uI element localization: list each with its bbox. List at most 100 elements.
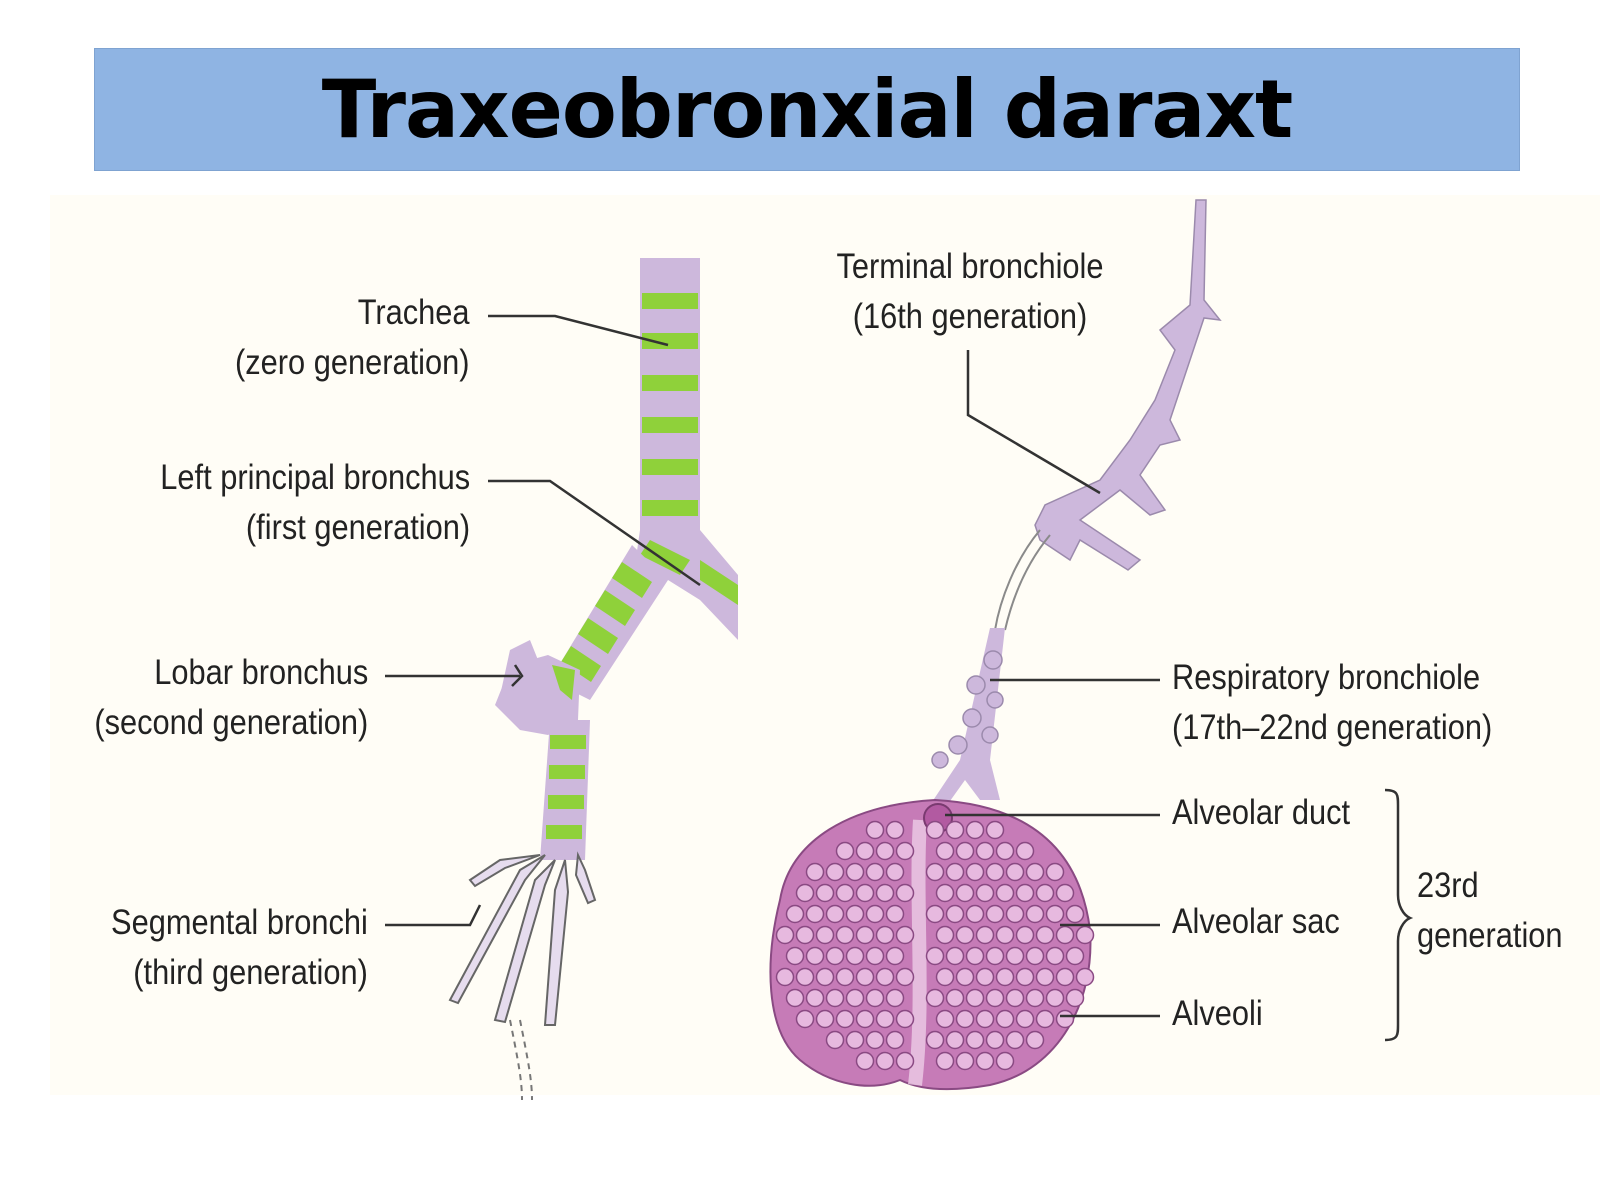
terminal-bronchiole-tree bbox=[1034, 199, 1222, 571]
alveolus-bubble bbox=[775, 967, 795, 987]
alveolus-bubble bbox=[1015, 925, 1035, 945]
alveolus-bubble bbox=[805, 904, 825, 924]
alveolus-bubble bbox=[975, 841, 995, 861]
alveolar-sac-cluster bbox=[769, 798, 1095, 1091]
carina-and-right-bronchus bbox=[630, 530, 738, 640]
label-lobar-name: Lobar bronchus bbox=[153, 653, 368, 692]
alveolus-bubble bbox=[835, 841, 855, 861]
alveolus-bubble bbox=[995, 883, 1015, 903]
alveolus-bubble bbox=[805, 988, 825, 1008]
label-segmental-gen: (third generation) bbox=[133, 953, 368, 992]
alveolus-bubble bbox=[895, 841, 915, 861]
alveolus-bubble bbox=[955, 1051, 975, 1071]
alveolus-bubble bbox=[955, 883, 975, 903]
alveolus-bubble bbox=[1025, 1030, 1045, 1050]
alveolus-bubble bbox=[1035, 883, 1055, 903]
alveolus-bubble bbox=[875, 1051, 895, 1071]
alveolus-bubble bbox=[975, 1009, 995, 1029]
alveolus-bubble bbox=[855, 967, 875, 987]
alveolus-bubble bbox=[1025, 946, 1045, 966]
alveolus-bubble bbox=[785, 946, 805, 966]
alveolus-bubble bbox=[945, 820, 965, 840]
alveolus-bubble bbox=[1055, 883, 1075, 903]
label-alveolar-sac: Alveolar sac bbox=[1172, 897, 1340, 947]
alveolus-bubble bbox=[825, 1030, 845, 1050]
alveolus-bubble bbox=[925, 862, 945, 882]
alveolus-bubble bbox=[975, 883, 995, 903]
alveolus-bubble bbox=[845, 946, 865, 966]
alveolus-bubble bbox=[855, 925, 875, 945]
alveolus-bubble bbox=[935, 967, 955, 987]
trachea-cartilage-rings bbox=[642, 293, 698, 516]
alveolus-bubble bbox=[865, 862, 885, 882]
alveolus-bubble bbox=[1075, 925, 1095, 945]
alveolus-bubble bbox=[835, 925, 855, 945]
label-alveolar-duct: Alveolar duct bbox=[1172, 788, 1350, 838]
label-23rd-generation: 23rd generation bbox=[1417, 861, 1563, 961]
alveolus-bubble bbox=[985, 820, 1005, 840]
alveolus-bubble bbox=[925, 820, 945, 840]
alveolus-bubble bbox=[1015, 883, 1035, 903]
alveolus-bubble bbox=[925, 1030, 945, 1050]
alveolus-bubble bbox=[865, 988, 885, 1008]
alveolus-bubble bbox=[875, 967, 895, 987]
alveolus-bubble bbox=[895, 1009, 915, 1029]
alveolus-bubble bbox=[805, 946, 825, 966]
alveolus-bubble bbox=[885, 988, 905, 1008]
alveolus-bubble bbox=[805, 862, 825, 882]
alveolus-bubble bbox=[1025, 988, 1045, 1008]
title-bar: Traxeobronxial daraxt bbox=[94, 48, 1520, 171]
alveolus-bubble bbox=[1055, 925, 1075, 945]
alveolus-bubble bbox=[815, 925, 835, 945]
alveolus-bubble bbox=[865, 904, 885, 924]
alveolus-bubble bbox=[1035, 1009, 1055, 1029]
alveolus-bubble bbox=[825, 904, 845, 924]
alveolus-bubble bbox=[795, 925, 815, 945]
alveolus-bubble bbox=[855, 841, 875, 861]
alveolus-bubble bbox=[1065, 988, 1085, 1008]
alveolus-bubble bbox=[955, 925, 975, 945]
alveolus-bubble bbox=[945, 862, 965, 882]
alveolus-bubble bbox=[845, 1030, 865, 1050]
alveolus-bubble bbox=[925, 988, 945, 1008]
alveolus-bubble bbox=[955, 967, 975, 987]
respiratory-bronchiole-shape bbox=[930, 529, 1051, 815]
alveolus-bubble bbox=[835, 967, 855, 987]
alveolus-bubble bbox=[925, 904, 945, 924]
alveolus-bubble bbox=[1025, 904, 1045, 924]
alveoli-bubbles bbox=[775, 820, 1095, 1071]
alveolus-bubble bbox=[995, 1009, 1015, 1029]
alveolus-bubble bbox=[815, 1009, 835, 1029]
alveolus-bubble bbox=[795, 967, 815, 987]
alveolus-bubble bbox=[885, 904, 905, 924]
alveolus-bubble bbox=[885, 1030, 905, 1050]
alveolus-bubble bbox=[995, 967, 1015, 987]
alveolus-bubble bbox=[965, 1030, 985, 1050]
alveolus-bubble bbox=[895, 925, 915, 945]
label-lobar-bronchus: Lobar bronchus (second generation) bbox=[94, 648, 368, 748]
alveolus-bubble bbox=[885, 820, 905, 840]
alveolus-bubble bbox=[1055, 967, 1075, 987]
alveolus-bubble bbox=[1015, 967, 1035, 987]
alveolus-bubble bbox=[965, 946, 985, 966]
alveolus-bubble bbox=[1005, 1030, 1025, 1050]
label-trachea: Trachea (zero generation) bbox=[235, 288, 470, 388]
label-trachea-gen: (zero generation) bbox=[235, 343, 470, 382]
label-segmental-name: Segmental bronchi bbox=[111, 903, 368, 942]
alveolus-bubble bbox=[885, 946, 905, 966]
alveolus-bubble bbox=[815, 883, 835, 903]
alveolus-bubble bbox=[845, 988, 865, 1008]
label-lobar-gen: (second generation) bbox=[94, 703, 368, 742]
alveolus-bubble bbox=[1005, 862, 1025, 882]
alveolus-bubble bbox=[995, 1051, 1015, 1071]
alveolus-bubble bbox=[945, 988, 965, 1008]
alveolus-bubble bbox=[1005, 988, 1025, 1008]
alveolus-bubble bbox=[845, 904, 865, 924]
alveolus-bubble bbox=[855, 1009, 875, 1029]
trachea-shape bbox=[640, 258, 700, 538]
alveolus-bubble bbox=[1075, 967, 1095, 987]
alveolus-bubble bbox=[1045, 904, 1065, 924]
group-bracket bbox=[1384, 788, 1414, 1042]
alveolus-bubble bbox=[995, 925, 1015, 945]
